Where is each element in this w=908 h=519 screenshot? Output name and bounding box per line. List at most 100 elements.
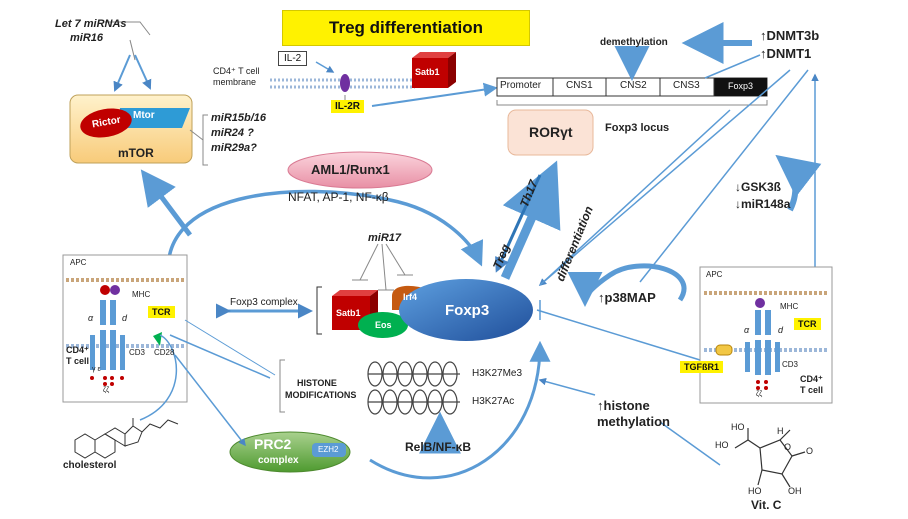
cd4-left-label-2: T cell (66, 356, 90, 366)
zeta-left-label: ζζ (103, 387, 110, 394)
h3k27ac-label: H3K27Ac (472, 396, 515, 407)
tcr-left-label: TCR (148, 306, 175, 318)
complex-eos-label: Eos (375, 320, 392, 330)
alpha-left-label: α (88, 313, 94, 323)
cd28-label: CD28 (154, 348, 175, 357)
diagram-title: Treg differentiation (329, 18, 483, 37)
locus-cns1: CNS1 (566, 80, 593, 91)
locus-promoter: Promoter (500, 80, 542, 91)
relb-label: RelB/NF-κB (405, 440, 472, 454)
foxp3-label: Foxp3 (445, 302, 490, 319)
histone-label-2: MODIFICATIONS (285, 390, 357, 400)
rorgt-box (507, 109, 594, 156)
treg-arrow (495, 174, 542, 273)
vitc-atom-o-1: O (784, 442, 792, 452)
mirna-mtor-arrow-2 (134, 54, 152, 90)
histone-methylation-label-1: ↑histone (597, 398, 650, 413)
p38-curved-arrow (567, 263, 687, 307)
vitc-atom-ho-1: HO (731, 422, 745, 432)
mir24-label: miR24 ? (211, 127, 254, 139)
locus-cns2: CNS2 (620, 80, 647, 91)
vitc-label: Vit. C (751, 498, 782, 512)
il2-label: IL-2 (278, 51, 308, 66)
ezh2-shape (312, 443, 346, 457)
th17-arrow (500, 160, 561, 280)
cd3-left-label: CD3 (129, 348, 146, 357)
complex-satb1-label: Satb1 (336, 308, 361, 318)
tgfbr-foxp3-line (536, 309, 701, 361)
tcr-mtor-arrow (140, 169, 192, 237)
mir15b-label: miR15b/16 (211, 112, 267, 124)
mtor-shape (118, 108, 190, 128)
locus-foxp3: Foxp3 (728, 81, 754, 91)
h3k27me3-label: H3K27Me3 (472, 368, 523, 379)
vitc-atom-oh: OH (788, 486, 802, 496)
satb1-top-label: Satb1 (415, 67, 440, 77)
cholesterol-label: cholesterol (63, 460, 117, 471)
cd3-right-label: CD3 (782, 360, 799, 369)
tcr-foxp3-curve (166, 189, 484, 286)
delta-left-label: d (122, 313, 128, 323)
prc2-foxp3-curve (369, 340, 551, 480)
tcr-histone-line (169, 334, 271, 379)
mir17-label: miR17 (368, 232, 402, 244)
vitc-atom-ho-3: HO (748, 486, 762, 496)
cd4-left-label-1: CD4⁺ (66, 345, 89, 355)
cholesterol-cd3-line (139, 334, 177, 421)
vitc-structure (734, 428, 806, 488)
apc-left-label: APC (70, 258, 87, 267)
cholesterol-structure (74, 418, 179, 459)
aml1-label: AML1/Runx1 (311, 162, 390, 177)
cd4-membrane (270, 74, 415, 92)
foxp3-complex-label: Foxp3 complex (230, 297, 298, 308)
p38-label: ↑p38MAP (598, 290, 656, 305)
cd4-right-label-1: CD4⁺ (800, 374, 823, 384)
foxp3-locus-bar (496, 77, 768, 106)
complex-irf4-label: Irf4 (403, 292, 418, 302)
vitc-atom-h: H (777, 426, 784, 436)
rictor-shape (80, 108, 132, 138)
il2r-label: IL-2R (331, 100, 364, 113)
cd4-right-label-2: T cell (800, 385, 824, 395)
dnmt3b-label: ↑DNMT3b (760, 28, 820, 43)
foxp3-complex-shapes (332, 279, 533, 341)
mtor-box-label: mTOR (118, 146, 154, 160)
histone-label-1: HISTONE (297, 378, 337, 388)
dnmt1-label: ↑DNMT1 (760, 46, 812, 61)
mir16-label: miR16 (70, 32, 104, 44)
mir29a-label: miR29a? (211, 142, 257, 154)
nucleosomes (367, 361, 460, 415)
membrane-label-2: membrane (213, 77, 257, 87)
apc-left-panel (62, 254, 188, 403)
ezh2-label: EZH2 (318, 445, 339, 454)
let7-mirna-label: Let 7 miRNAs (55, 18, 127, 30)
alpha-right-label: α (744, 325, 750, 335)
gsk3b-label: ↓GSK3ß (735, 180, 782, 194)
zeta-right-label: ζζ (756, 391, 763, 398)
prc2-ellipse (229, 431, 351, 473)
histone-methylation-label-2: methylation (597, 414, 670, 429)
mirna-mtor-bracket (202, 114, 208, 166)
apc-right-panel (699, 266, 833, 404)
demethylation-label: demethylation (600, 37, 668, 48)
prc2-label: PRC2 (254, 436, 292, 452)
mir148a-label: ↓miR148a (735, 197, 791, 211)
tcr-right-label: TCR (794, 318, 821, 330)
mtor-label: Mtor (133, 110, 155, 121)
tgfbr1-label: TGFßR1 (680, 361, 723, 373)
histone-methylation-arrow (538, 377, 596, 396)
nfat-label: NFAT, AP-1, NF-κβ (288, 190, 389, 204)
dnmt-foxp3-arrow (538, 69, 791, 286)
delta-right-label: d (778, 325, 784, 335)
mhc-left-label: MHC (132, 290, 151, 299)
il2r-locus-arrow (371, 82, 498, 107)
vitc-atom-o-2: O (806, 446, 814, 456)
aml1-ellipse (287, 151, 433, 189)
gsk-curved-arrow (775, 154, 822, 212)
vitc-line (659, 421, 721, 466)
mirna-mtor-arrow-1 (113, 54, 131, 92)
vitc-atom-ho-2: HO (715, 440, 729, 450)
mir17-inhibition (352, 243, 413, 291)
